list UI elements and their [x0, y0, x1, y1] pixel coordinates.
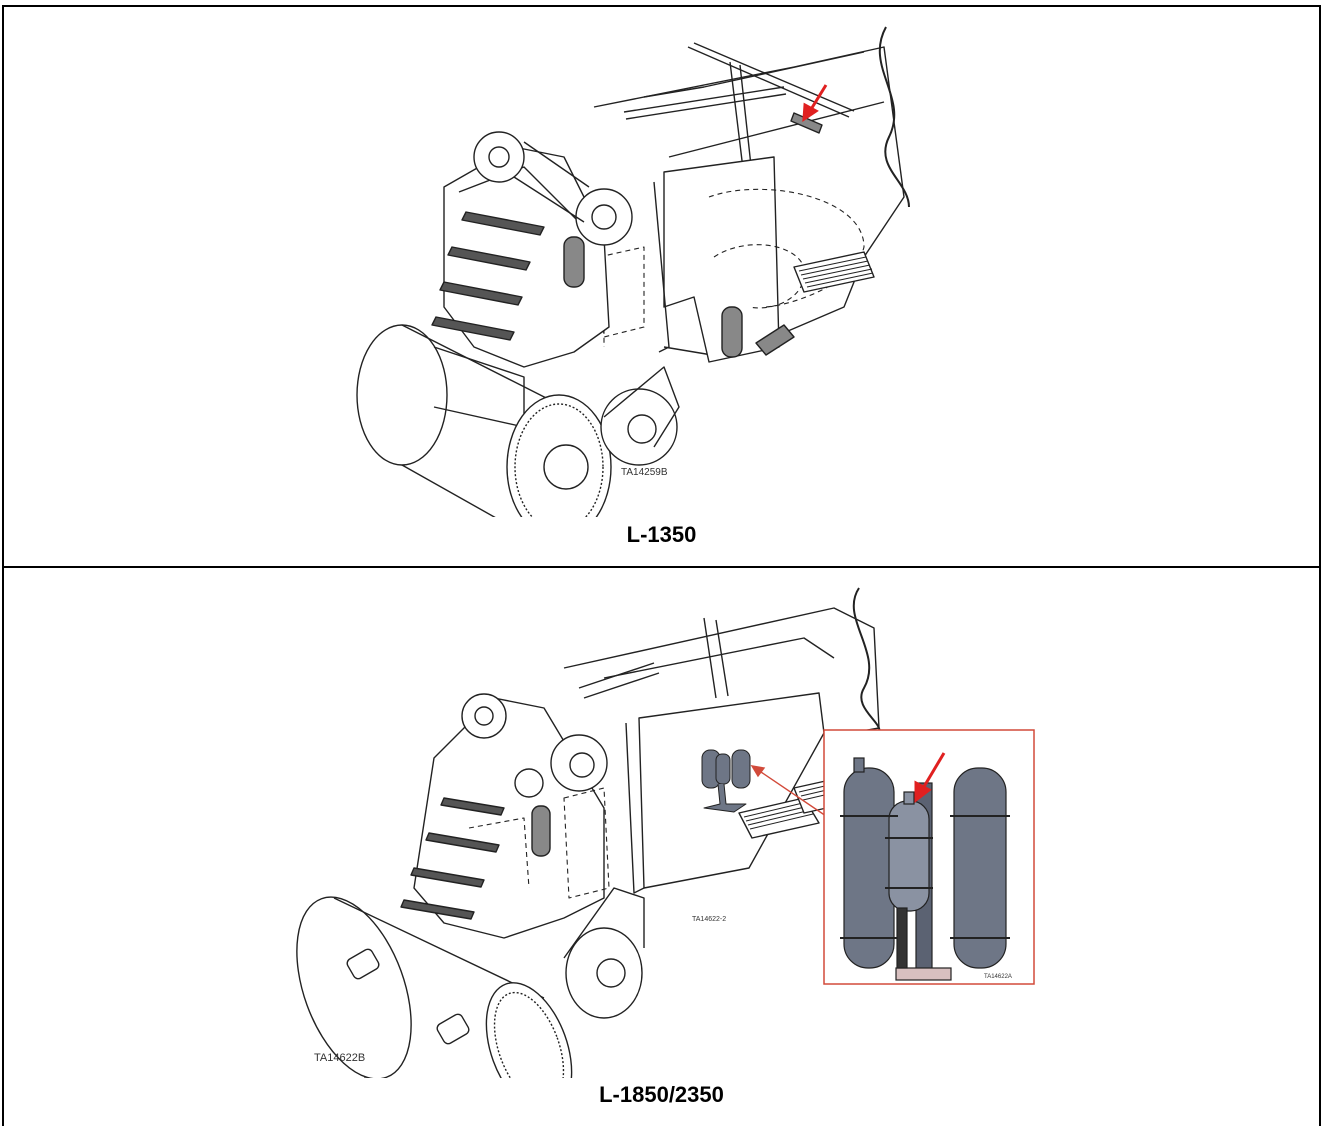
- inner-figure-code: TA14622-2: [692, 916, 726, 923]
- figure-panel-l1850-2350: TA14622A TA14622-2 TA14622B L-1850/2350: [2, 566, 1321, 1126]
- machine-drawing-l1850-2350: TA14622A TA14622-2 TA14622B: [296, 587, 1035, 1078]
- figure-code: TA14259B: [621, 467, 668, 478]
- figure-panel-l1350: TA14259B L-1350: [2, 5, 1321, 568]
- figure-code: TA14622B: [314, 1052, 365, 1064]
- detail-figure-code: TA14622A: [984, 974, 1012, 980]
- figure-caption: L-1350: [626, 522, 697, 547]
- figure-caption: L-1850/2350: [599, 1082, 724, 1107]
- machine-drawing-l1350: TA14259B: [356, 26, 910, 517]
